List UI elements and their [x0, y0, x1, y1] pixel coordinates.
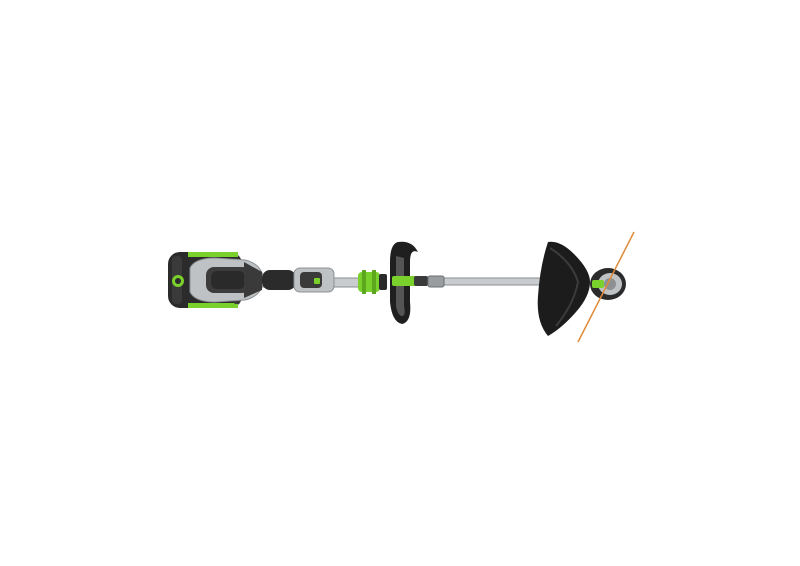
shaft-coupler [358, 270, 387, 294]
shaft-fitting [427, 275, 445, 288]
cutting-line [577, 231, 635, 343]
loop-handle [390, 241, 428, 324]
trimmer-head [537, 231, 635, 343]
debris-guard [537, 241, 590, 336]
rear-handle-grip [262, 267, 335, 293]
power-head-housing [189, 257, 265, 303]
